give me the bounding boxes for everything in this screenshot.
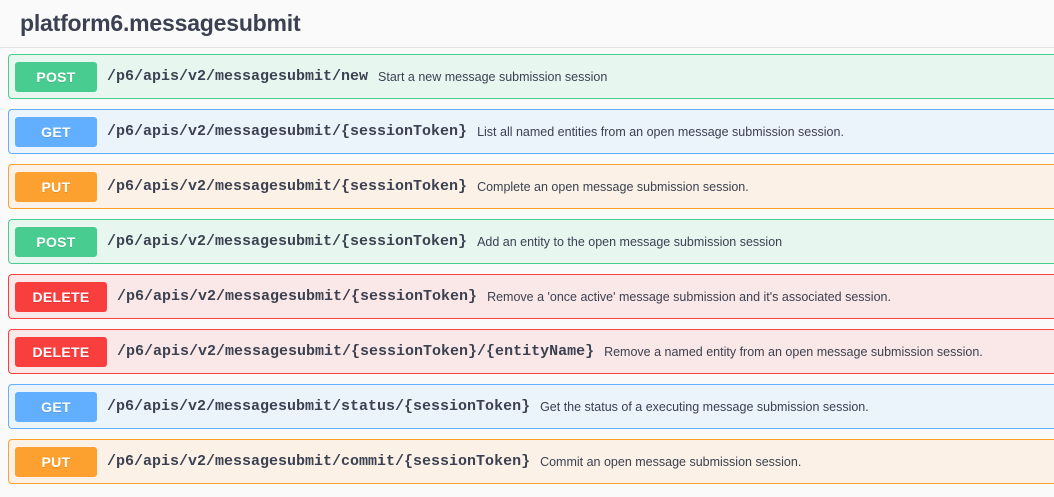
operation-description: Remove a named entity from an open messa… — [604, 344, 983, 359]
operation-description: Remove a 'once active' message submissio… — [487, 289, 891, 304]
operation-row[interactable]: GET /p6/apis/v2/messagesubmit/{sessionTo… — [8, 109, 1054, 154]
operation-description: Get the status of a executing message su… — [540, 399, 869, 414]
method-badge-post: POST — [15, 61, 97, 92]
method-badge-get: GET — [15, 116, 97, 147]
operation-summary[interactable]: GET /p6/apis/v2/messagesubmit/{sessionTo… — [9, 112, 1054, 152]
api-tag-section: platform6.messagesubmit POST /p6/apis/v2… — [0, 0, 1054, 484]
operation-description: Commit an open message submission sessio… — [540, 454, 802, 469]
operation-row[interactable]: GET /p6/apis/v2/messagesubmit/status/{se… — [8, 384, 1054, 429]
tag-header[interactable]: platform6.messagesubmit — [0, 0, 1054, 48]
page-title: platform6.messagesubmit — [20, 10, 301, 36]
operation-summary[interactable]: PUT /p6/apis/v2/messagesubmit/commit/{se… — [9, 442, 1054, 482]
operation-path: /p6/apis/v2/messagesubmit/{sessionToken} — [107, 123, 468, 140]
operation-path: /p6/apis/v2/messagesubmit/new — [107, 68, 369, 85]
operation-description: List all named entities from an open mes… — [477, 124, 844, 139]
operation-row[interactable]: POST /p6/apis/v2/messagesubmit/{sessionT… — [8, 219, 1054, 264]
operation-description: Start a new message submission session — [378, 69, 608, 84]
operation-summary[interactable]: DELETE /p6/apis/v2/messagesubmit/{sessio… — [9, 277, 1054, 317]
operation-row[interactable]: DELETE /p6/apis/v2/messagesubmit/{sessio… — [8, 274, 1054, 319]
operation-summary[interactable]: POST /p6/apis/v2/messagesubmit/{sessionT… — [9, 222, 1054, 262]
operation-description: Add an entity to the open message submis… — [477, 234, 783, 249]
operation-path: /p6/apis/v2/messagesubmit/status/{sessio… — [107, 398, 531, 415]
method-badge-put: PUT — [15, 446, 97, 477]
operation-summary[interactable]: GET /p6/apis/v2/messagesubmit/status/{se… — [9, 387, 1054, 427]
operation-row[interactable]: POST /p6/apis/v2/messagesubmit/new Start… — [8, 54, 1054, 99]
operation-path: /p6/apis/v2/messagesubmit/commit/{sessio… — [107, 453, 531, 470]
operation-row[interactable]: PUT /p6/apis/v2/messagesubmit/{sessionTo… — [8, 164, 1054, 209]
operation-path: /p6/apis/v2/messagesubmit/{sessionToken} — [107, 178, 468, 195]
operation-path: /p6/apis/v2/messagesubmit/{sessionToken}… — [117, 343, 595, 360]
operation-summary[interactable]: POST /p6/apis/v2/messagesubmit/new Start… — [9, 57, 1054, 97]
operation-list: POST /p6/apis/v2/messagesubmit/new Start… — [0, 48, 1054, 484]
operation-summary[interactable]: PUT /p6/apis/v2/messagesubmit/{sessionTo… — [9, 167, 1054, 207]
method-badge-delete: DELETE — [15, 336, 107, 367]
method-badge-delete: DELETE — [15, 281, 107, 312]
operation-row[interactable]: PUT /p6/apis/v2/messagesubmit/commit/{se… — [8, 439, 1054, 484]
operation-description: Complete an open message submission sess… — [477, 179, 749, 194]
operation-summary[interactable]: DELETE /p6/apis/v2/messagesubmit/{sessio… — [9, 332, 1054, 372]
operation-path: /p6/apis/v2/messagesubmit/{sessionToken} — [107, 233, 468, 250]
operation-row[interactable]: DELETE /p6/apis/v2/messagesubmit/{sessio… — [8, 329, 1054, 374]
method-badge-post: POST — [15, 226, 97, 257]
operation-path: /p6/apis/v2/messagesubmit/{sessionToken} — [117, 288, 478, 305]
method-badge-get: GET — [15, 391, 97, 422]
method-badge-put: PUT — [15, 171, 97, 202]
